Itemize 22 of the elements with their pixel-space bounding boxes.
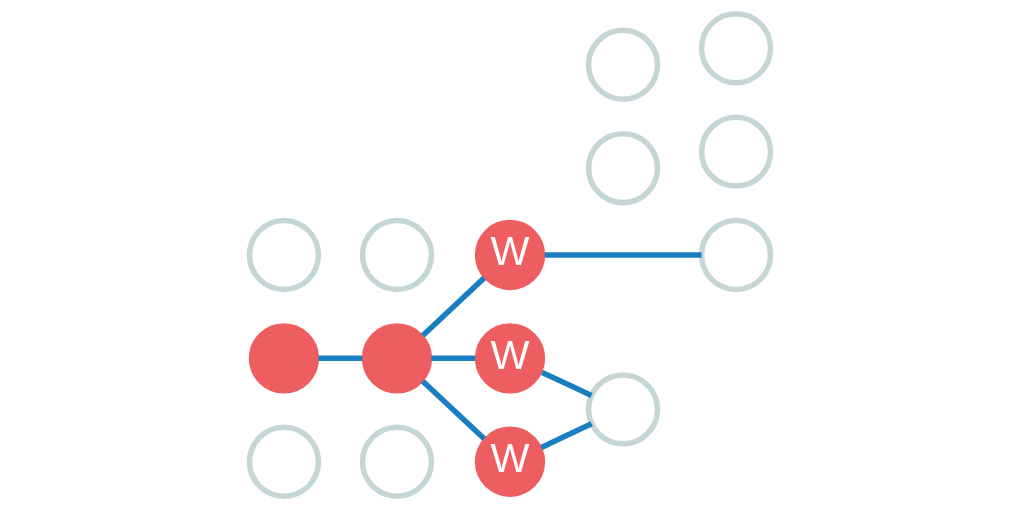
- connector: [540, 421, 593, 450]
- node-circle: [585, 130, 661, 206]
- node-circle: [359, 424, 435, 499]
- node-circle: [361, 323, 433, 394]
- connector: [431, 355, 476, 362]
- node-circle: W: [474, 219, 546, 291]
- node-circle: [698, 11, 774, 86]
- connector: [540, 370, 593, 398]
- node-circle: [248, 323, 320, 394]
- connector: [420, 379, 487, 441]
- node-circle: [359, 217, 435, 293]
- node-circle: [698, 217, 774, 293]
- node-circle: [246, 424, 322, 499]
- connector: [318, 355, 363, 362]
- node-circle: [585, 372, 661, 447]
- node-circle: W: [474, 426, 546, 497]
- node-circle: W: [474, 323, 546, 394]
- node-circle: [585, 27, 661, 102]
- node-circle: [246, 217, 322, 293]
- node-circle: [698, 114, 774, 189]
- connector: [420, 275, 487, 338]
- connector: [544, 252, 702, 258]
